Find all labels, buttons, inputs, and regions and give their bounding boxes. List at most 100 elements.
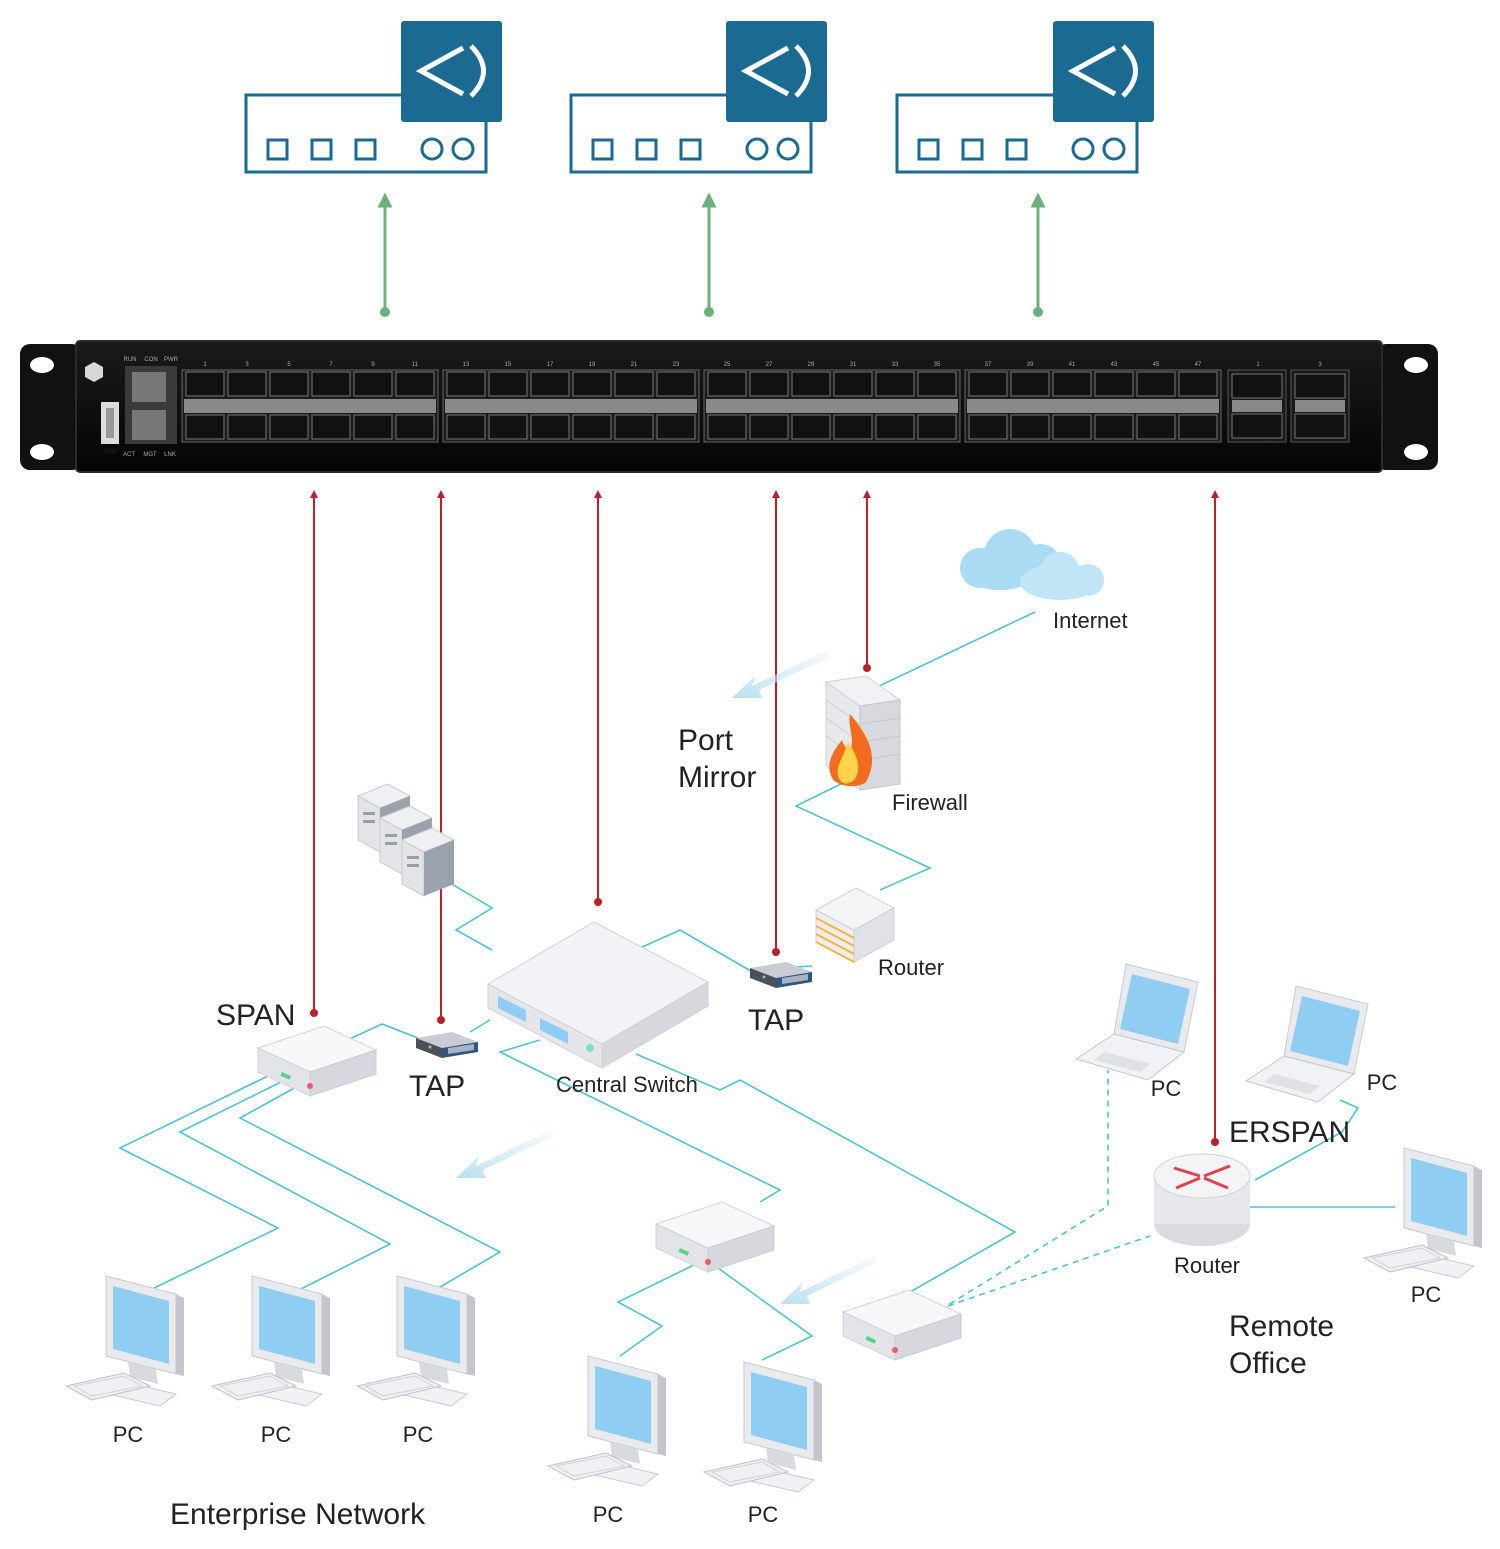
central-switch-label: Central Switch bbox=[556, 1072, 698, 1097]
sfp-port[interactable] bbox=[353, 371, 393, 397]
sfp-port[interactable] bbox=[1178, 414, 1218, 440]
sfp-port[interactable] bbox=[572, 414, 612, 440]
erspan-label: ERSPAN bbox=[1229, 1116, 1350, 1149]
sfp-port[interactable] bbox=[656, 371, 696, 397]
sfp-port[interactable] bbox=[707, 371, 747, 397]
led-label-pwr: PWR bbox=[164, 357, 179, 363]
sfp-port-number: 7 bbox=[329, 362, 333, 368]
access-switch-right-icon bbox=[842, 1289, 962, 1361]
sfp-port-number: 1 bbox=[203, 362, 207, 368]
sfp-port[interactable] bbox=[707, 414, 747, 440]
sfp-port[interactable] bbox=[917, 371, 957, 397]
sfp-port-number: 29 bbox=[808, 362, 815, 368]
sfp-port[interactable] bbox=[791, 414, 831, 440]
sfp-led-strip bbox=[706, 399, 958, 413]
sfp-port[interactable] bbox=[185, 371, 225, 397]
remote-office-label-line2: Office bbox=[1229, 1347, 1307, 1380]
sfp-port[interactable] bbox=[269, 414, 309, 440]
sfp-port-number: 11 bbox=[412, 362, 419, 368]
sfp-port[interactable] bbox=[572, 371, 612, 397]
sfp-port[interactable] bbox=[395, 371, 435, 397]
sfp-port[interactable] bbox=[614, 414, 654, 440]
port-label-lnk: LNK bbox=[164, 452, 176, 458]
speaker-sound-tool-icon bbox=[401, 21, 502, 122]
sfp-port[interactable] bbox=[488, 414, 528, 440]
sfp-port[interactable] bbox=[875, 414, 915, 440]
speaker-sound-tool-icon bbox=[726, 21, 827, 122]
network-tap-icon-left bbox=[416, 1032, 478, 1058]
router-label: Router bbox=[878, 955, 944, 980]
sfp-port-number: 25 bbox=[724, 362, 731, 368]
internet-label: Internet bbox=[1053, 608, 1128, 633]
led-label-run: RUN bbox=[124, 357, 137, 363]
sfp-port[interactable] bbox=[395, 414, 435, 440]
sfp-port[interactable] bbox=[614, 371, 654, 397]
sfp-port[interactable] bbox=[227, 371, 267, 397]
sfp-port[interactable] bbox=[833, 371, 873, 397]
desktop-pc-icon-5 bbox=[703, 1361, 823, 1493]
access-switch-middle-icon bbox=[655, 1201, 775, 1273]
sfp-port[interactable] bbox=[1094, 371, 1134, 397]
sfp-port-number: 27 bbox=[766, 362, 773, 368]
sfp-port-number: 35 bbox=[934, 362, 941, 368]
pc-label: PC bbox=[1367, 1070, 1398, 1095]
sfp-port-number: 47 bbox=[1195, 362, 1202, 368]
sfp-port[interactable] bbox=[446, 371, 486, 397]
sfp-port[interactable] bbox=[968, 371, 1008, 397]
sfp-port[interactable] bbox=[227, 414, 267, 440]
sfp-port[interactable] bbox=[749, 414, 789, 440]
desktop-pc-icon-4 bbox=[547, 1355, 667, 1487]
traffic-flow-arrow-icon bbox=[456, 651, 878, 1304]
sfp-port[interactable] bbox=[749, 371, 789, 397]
port-label-act: ACT bbox=[123, 452, 135, 458]
sfp-port[interactable] bbox=[1094, 414, 1134, 440]
sfp-port[interactable] bbox=[1136, 371, 1176, 397]
laptop-icon-2 bbox=[1245, 985, 1369, 1103]
sfp-port[interactable] bbox=[791, 371, 831, 397]
sfp-port[interactable] bbox=[1052, 371, 1092, 397]
desktop-pc-icon-2 bbox=[211, 1275, 331, 1407]
remote-router-label: Router bbox=[1174, 1253, 1240, 1278]
firewall-label: Firewall bbox=[892, 790, 968, 815]
laptop-icon-1 bbox=[1075, 963, 1199, 1081]
pc-label: PC bbox=[261, 1422, 292, 1447]
sfp-port-number: 33 bbox=[892, 362, 899, 368]
sfp-port[interactable] bbox=[1178, 371, 1218, 397]
sfp-port[interactable] bbox=[530, 414, 570, 440]
sfp-port[interactable] bbox=[311, 371, 351, 397]
sfp-port-number: 15 bbox=[505, 362, 512, 368]
port-mirror-label-line2: Mirror bbox=[678, 761, 756, 794]
sfp-port[interactable] bbox=[1010, 371, 1050, 397]
sfp-port[interactable] bbox=[833, 414, 873, 440]
sfp-led-strip bbox=[184, 399, 436, 413]
pc-label: PC bbox=[748, 1502, 779, 1527]
pc-label: PC bbox=[593, 1502, 624, 1527]
qsfp-uplink-ports[interactable]: 1 3 bbox=[1227, 362, 1350, 443]
sfp-led-strip bbox=[967, 399, 1219, 413]
sfp-port[interactable] bbox=[185, 414, 225, 440]
sfp-port-number: 41 bbox=[1069, 362, 1076, 368]
sfp-port-number: 39 bbox=[1027, 362, 1034, 368]
tap-right-label: TAP bbox=[748, 1004, 804, 1037]
monitor-feed-arrows bbox=[310, 490, 1219, 1146]
sfp-port[interactable] bbox=[656, 414, 696, 440]
pc-label: PC bbox=[113, 1422, 144, 1447]
sfp-port[interactable] bbox=[917, 414, 957, 440]
tap-left-label: TAP bbox=[409, 1070, 465, 1103]
sfp-port[interactable] bbox=[1136, 414, 1176, 440]
server-tower-icon bbox=[356, 783, 456, 897]
sfp-port[interactable] bbox=[875, 371, 915, 397]
sfp-port[interactable] bbox=[488, 371, 528, 397]
sfp-port-number: 31 bbox=[850, 362, 857, 368]
sfp-port[interactable] bbox=[446, 414, 486, 440]
sfp-port[interactable] bbox=[311, 414, 351, 440]
sfp-port[interactable] bbox=[1052, 414, 1092, 440]
sfp-port[interactable] bbox=[353, 414, 393, 440]
sfp-led-strip bbox=[445, 399, 697, 413]
sfp-port[interactable] bbox=[530, 371, 570, 397]
sfp-port[interactable] bbox=[1010, 414, 1050, 440]
sfp-port[interactable] bbox=[269, 371, 309, 397]
sfp-port[interactable] bbox=[968, 414, 1008, 440]
